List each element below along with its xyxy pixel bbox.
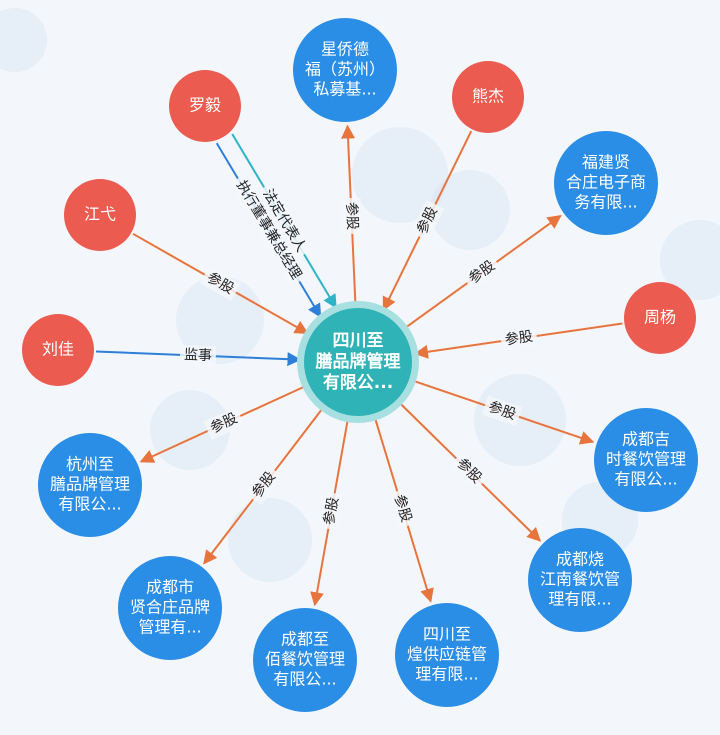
node-xiongjie[interactable]: 熊杰 [452,61,524,133]
edge-label: 参股 [504,328,534,349]
node-chengdu_ji[interactable]: 成都吉时餐饮管理有限公... [594,408,698,512]
node-label-line: 熊杰 [472,87,504,106]
node-label-line: 成都至 [281,630,329,649]
node-label-line: 膳品牌管理 [316,351,401,372]
node-luoyi[interactable]: 罗毅 [169,70,241,142]
company-node-circle [293,18,397,122]
edge-label-background [229,173,309,287]
edge-label: 参股 [343,202,361,231]
person-node-circle [624,282,696,354]
node-label-line: 成都烧 [556,550,604,569]
node-label-line: 有限公... [58,495,121,514]
edge-label-background [245,464,283,506]
node-label-line: 煌供应链管 [407,645,487,664]
edge-label-background [318,491,345,531]
node-chengdu_bai[interactable]: 成都至佰餐饮管理有限公... [253,608,357,712]
edge-label-background [179,344,217,367]
node-label-line: 成都吉 [622,430,670,449]
edge-label: 参股 [391,492,415,524]
edge-label: 参股 [320,496,342,527]
edge-label-background [410,199,445,242]
node-chengdu_xian[interactable]: 成都市贤合庄品牌管理有... [118,556,222,660]
edge-label-background [481,395,523,427]
company-node-circle [38,433,142,537]
edge-label-background [255,182,313,260]
node-label-line: 周杨 [644,308,676,327]
company-node-circle [594,408,698,512]
node-fujian[interactable]: 福建贤合庄电子商务有限... [554,131,658,235]
node-xingqiao[interactable]: 星侨德福（苏州）私募基... [293,18,397,122]
node-label-line: 星侨德 [321,40,369,59]
center-node-circle [304,308,412,416]
node-label-line: 私募基... [313,80,376,99]
edge-label-group: 参股 [340,197,363,235]
node-zhouyang[interactable]: 周杨 [624,282,696,354]
node-label-line: 江南餐饮管 [540,570,620,589]
edge-label-background [199,265,241,302]
node-label-line: 罗毅 [189,96,221,115]
edge-label-background [461,253,503,292]
node-label-line: 江弋 [84,205,116,224]
node-label-line: 务有限... [574,193,637,212]
node-label-line: 有限公... [273,670,336,689]
edge-label-group: 监事 [179,344,217,367]
node-label-line: 四川至 [423,625,471,644]
node-label-line: 时餐饮管理 [606,450,686,469]
node-label-line: 刘佳 [42,340,74,359]
edge-label-group: 参股 [461,253,503,292]
company-node-circle [528,528,632,632]
company-node-circle [118,556,222,660]
node-label-line: 理有限... [548,590,611,609]
node-label-line: 贤合庄品牌 [130,598,210,617]
edge-label-group: 参股 [410,199,445,242]
person-node-circle [22,314,94,386]
node-label-line: 福（苏州） [305,60,385,79]
node-chengdu_shao[interactable]: 成都烧江南餐饮管理有限... [528,528,632,632]
node-label-line: 杭州至 [66,455,114,474]
edge-label-background [499,326,539,352]
edge-label-group: 参股 [499,326,539,352]
company-node-circle [395,603,499,707]
node-label-line: 理有限... [415,665,478,684]
edge-label-background [449,451,489,491]
edge-label-background [387,488,418,529]
edge-label-background [203,406,245,441]
node-jiangdai[interactable]: 江弋 [64,179,136,251]
node-label-line: 管理有... [138,618,201,637]
person-node-circle [169,70,241,142]
node-label-line: 佰餐饮管理 [265,650,345,669]
person-node-circle [64,179,136,251]
edge-label-background [340,197,363,235]
node-label-line: 膳品牌管理 [50,475,130,494]
node-center[interactable]: 四川至膳品牌管理有限公... [297,301,419,423]
node-label-line: 有限公... [323,372,393,393]
node-label-line: 有限公... [614,470,677,489]
node-hangzhou[interactable]: 杭州至膳品牌管理有限公... [38,433,142,537]
node-label-line: 成都市 [146,578,194,597]
edge-label: 监事 [184,347,213,364]
node-label-line: 福建贤 [582,153,630,172]
company-node-circle [554,131,658,235]
person-node-circle [452,61,524,133]
company-node-circle [253,608,357,712]
node-sichuan_huang[interactable]: 四川至煌供应链管理有限... [395,603,499,707]
edge-label-group: 参股 [387,488,418,529]
node-label-line: 合庄电子商 [566,173,646,192]
node-liujia[interactable]: 刘佳 [22,314,94,386]
edge-label-group: 参股 [318,491,345,531]
node-label-line: 四川至 [333,331,384,351]
